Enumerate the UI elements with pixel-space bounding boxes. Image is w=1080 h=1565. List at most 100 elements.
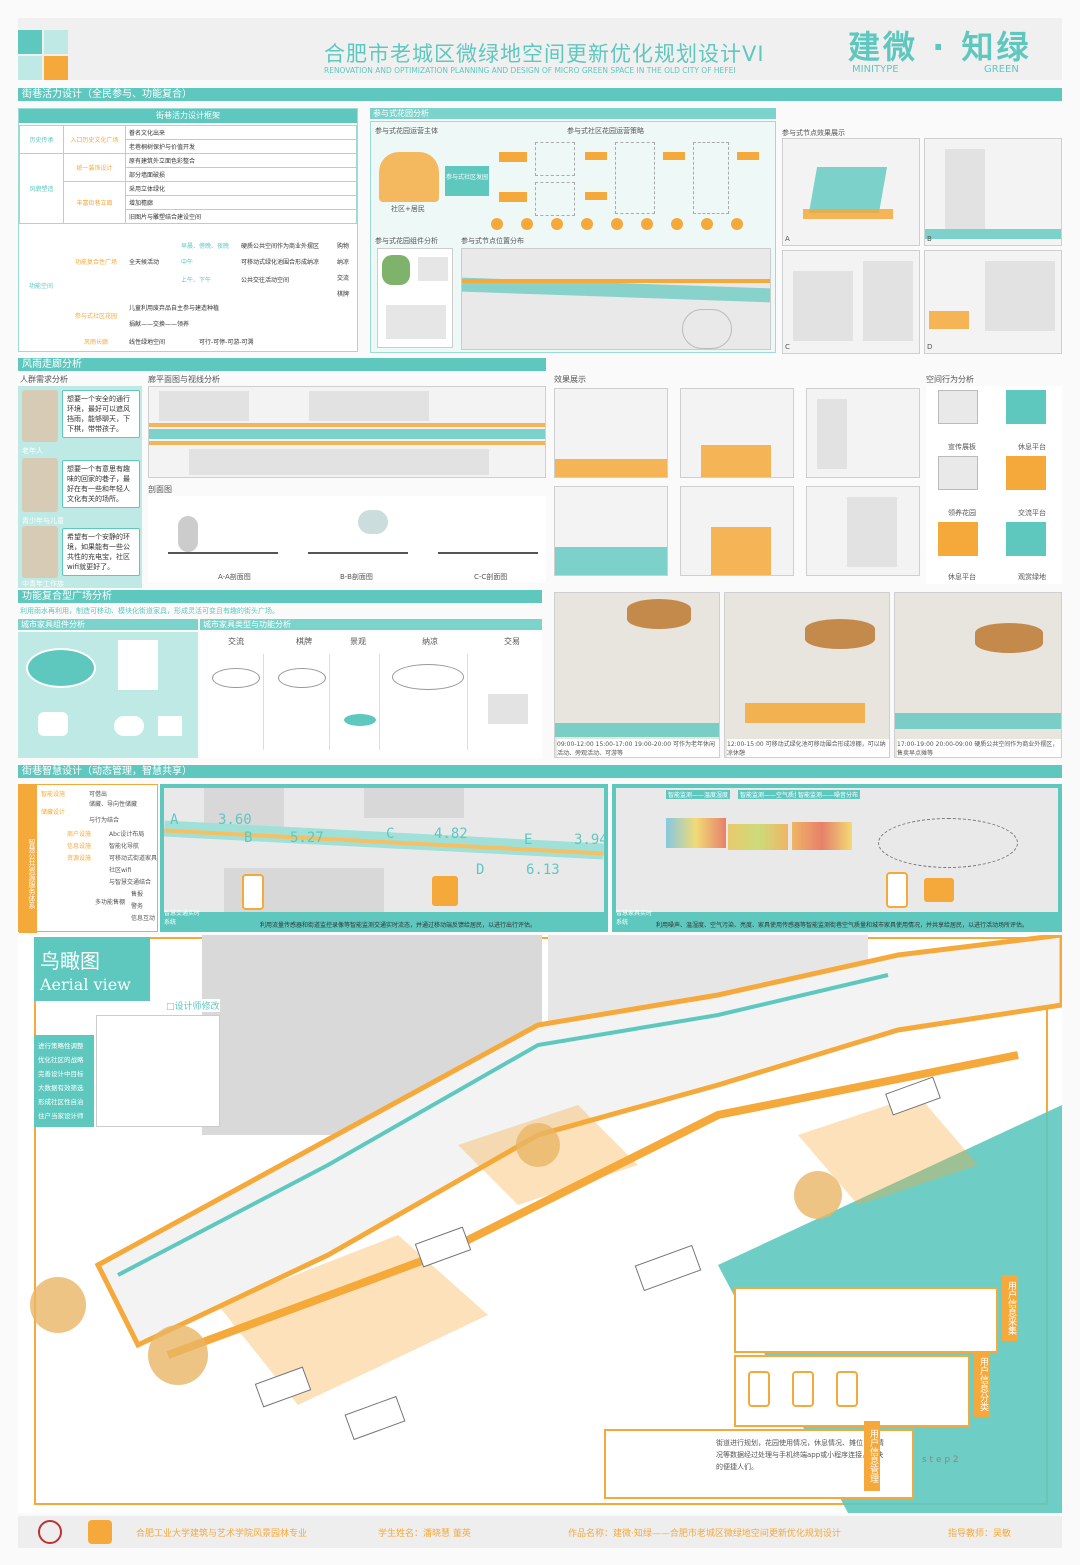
step-item: 大数据有效筛选 xyxy=(38,1084,84,1092)
effect-sketch-2 xyxy=(680,388,794,478)
behavior-cube xyxy=(938,522,978,556)
framework-table: 历史传承 入口历史文化广场 眷名文化出来 老巷桐树保护与价值开发 风貌塑造 统一… xyxy=(19,125,357,224)
plaza-render-1: 09:00-12:00 15:00-17:00 19:00-20:00 可作为老… xyxy=(554,592,720,758)
p-location: 参与式节点位置分布 xyxy=(461,237,524,245)
smart-cat: 智慧公共资源服务体系 xyxy=(19,785,37,933)
section-bar-corridor: 风雨走廊分析 xyxy=(18,358,546,371)
parts-panel xyxy=(18,632,198,758)
section-drawings: A-A剖面图 B-B剖面图 C-C剖面图 xyxy=(148,496,546,582)
node-label-b: B xyxy=(927,235,932,243)
component-sketches xyxy=(377,248,453,348)
table-cell: 旧图片与雕塑结合建设空间 xyxy=(125,209,357,224)
func-cat: 功能空间 xyxy=(28,283,53,290)
types-title: 城市家具类型与功能分析 xyxy=(203,620,291,629)
vertical-label-text: 用户信息分类 xyxy=(978,1357,988,1411)
section-title-label: 剖面图 xyxy=(148,485,172,494)
bubble-worker: 希望有一个安静的环境，如果能有一些公共性的充电宝，社区wifi就更好了。 xyxy=(62,528,140,576)
smart-row: 可借出 xyxy=(89,791,108,798)
section-title: 街巷智慧设计（动态管理，智慧共享） xyxy=(22,766,192,777)
behavior-cube xyxy=(1006,456,1046,490)
point-label: A xyxy=(170,812,179,828)
behavior-cube xyxy=(1006,522,1046,556)
phone-icon xyxy=(886,872,908,908)
participatory-panel: 参与式花园运营主体 参与式社区花园运营策略 社区+居民 参与式社区发园 xyxy=(370,121,776,353)
func-sub3: 风雨长廊 xyxy=(83,339,108,346)
p-components: 参与式花园组件分析 xyxy=(375,237,438,245)
effect-sketch-3 xyxy=(806,388,920,478)
footer-school: 合肥工业大学建筑与艺术学院风景园林专业 xyxy=(136,1529,308,1539)
table-row: 风貌塑造 统一装饰设计 原有建筑外立面色彩整合 xyxy=(19,153,357,224)
bubble-youth: 想要一个有意思有趣味的回家的巷子，最好在有一些和年轻人文化有关的场所。 xyxy=(62,460,140,508)
smart-row: 储藏设计 xyxy=(41,809,66,816)
env-map-panel: 智能监测——温度湿度 智能监测——空气质量 智能监测——噪音分布 智慧家具实时系… xyxy=(612,784,1062,932)
step2-label: s t e p 2 xyxy=(922,1455,959,1465)
section-title: 街巷活力设计（全民参与、功能复合） xyxy=(22,89,192,100)
func-block: 功能空间 功能复合性广场 全天候活动 早晨、傍晚、夜晚 中午 上午、下午 硬质公… xyxy=(19,237,357,351)
corridor-item-0: 线性绿地空间 xyxy=(129,339,166,346)
effect-sketch-1 xyxy=(554,388,668,478)
behavior-label: 观赏绿地 xyxy=(1018,573,1046,581)
node-label-c: C xyxy=(785,343,790,351)
map-tab: 智能监测——空气质量 xyxy=(738,790,803,799)
section-bar-plaza: 功能复合型广场分析 xyxy=(18,590,542,603)
time-2: 上午、下午 xyxy=(181,277,212,284)
behavior-cube xyxy=(1006,390,1046,424)
people-illustration xyxy=(379,152,439,202)
smart-resource-panel: 智慧公共资源服务体系 智能设施 可借出 储藏设计 储藏、导向性储藏 与行为结合 … xyxy=(18,784,158,933)
aerial-title-en: Aerial view xyxy=(40,975,131,994)
crowd-title: 人群需求分析 xyxy=(20,375,68,384)
smart-row: 资源设施 xyxy=(67,855,92,862)
effect-sketch-6 xyxy=(806,486,920,576)
logo-blocks xyxy=(18,30,68,80)
step-item: 进行策略性调整 xyxy=(38,1042,84,1050)
smart-row: 信息互动 xyxy=(131,915,156,922)
footer-teacher: 指导教师：吴敏 xyxy=(948,1529,1012,1539)
plan-title: 廊平面图与视线分析 xyxy=(148,375,220,384)
effect-title: 效果展示 xyxy=(554,375,586,384)
sign-icon xyxy=(432,876,458,906)
traffic-map-panel: A 3.60 B 5.27 C 4.82 D 6.13 E 3.94 智慧交通实… xyxy=(160,784,608,932)
info-collect-box xyxy=(734,1287,998,1353)
person-photo xyxy=(22,390,58,442)
smart-cat-label: 智慧公共资源服务体系 xyxy=(28,839,36,909)
brand-sub-left: MINITYPE xyxy=(852,64,899,75)
section-title: 风雨走廊分析 xyxy=(22,359,82,370)
p-subject: 参与式花园运营主体 xyxy=(375,127,438,135)
node-sketch-d: D xyxy=(924,250,1062,354)
vertical-label-text: 用户信息采集 xyxy=(1006,1281,1016,1335)
footer-work: 作品名称：建微·知绿——合肥市老城区微绿地空间更新优化规划设计 xyxy=(568,1529,841,1539)
types-panel: 交流 棋牌 景观 纳凉 交易 xyxy=(200,632,542,758)
footer-student: 学生姓名：潘晓慧 董英 xyxy=(378,1529,471,1539)
smart-row: 可移动式街道家具 xyxy=(109,855,158,862)
use-3: 棋牌 xyxy=(337,291,350,298)
traffic-map: A 3.60 B 5.27 C 4.82 D 6.13 E 3.94 xyxy=(164,788,604,912)
smart-row: 社区wifi xyxy=(109,867,132,874)
info-manage-box: 街道进行规划，花园使用情况，休息情况、摊位占用情况等数据经过处理与手机终端app… xyxy=(604,1429,914,1499)
flow-number: 6.13 xyxy=(526,862,560,878)
participatory-title: 参与式花园分析 xyxy=(373,109,429,118)
func-sub2: 参与式社区花园 xyxy=(74,313,117,320)
flow-number: 3.94 xyxy=(574,832,604,848)
aerial-title-cn: 鸟瞰图 xyxy=(40,949,100,973)
group-youth: 青少年与儿童 xyxy=(22,517,64,525)
point-label: C xyxy=(386,826,395,842)
header: 合肥市老城区微绿地空间更新优化规划设计VI RENOVATION AND OPT… xyxy=(18,18,1062,80)
aerial-title-box: 鸟瞰图 Aerial view xyxy=(34,937,150,1001)
table-cell: 眷名文化出来 xyxy=(125,125,357,140)
type-label: 交流 xyxy=(228,637,244,646)
table-row: 旧图片与雕塑结合建设空间 xyxy=(20,209,357,224)
table-cell: 采用立体绿化 xyxy=(125,181,357,196)
map-tab: 智能监测——温度湿度 xyxy=(666,790,731,799)
time-1: 中午 xyxy=(181,259,194,266)
type-label: 纳凉 xyxy=(422,637,438,646)
smart-row: 商户设施 xyxy=(67,831,92,838)
corridor-plan xyxy=(148,386,546,478)
behavior-label: 交流平台 xyxy=(1018,509,1046,517)
section-bar-smart: 街巷智慧设计（动态管理，智慧共享） xyxy=(18,765,1062,778)
node-sketch-c: C xyxy=(782,250,920,354)
person-photo xyxy=(22,526,58,578)
flow-number: 3.60 xyxy=(218,812,252,828)
phone-icon xyxy=(242,874,264,910)
behavior-label: 领养花园 xyxy=(948,509,976,517)
use-0: 购物 xyxy=(337,243,350,250)
